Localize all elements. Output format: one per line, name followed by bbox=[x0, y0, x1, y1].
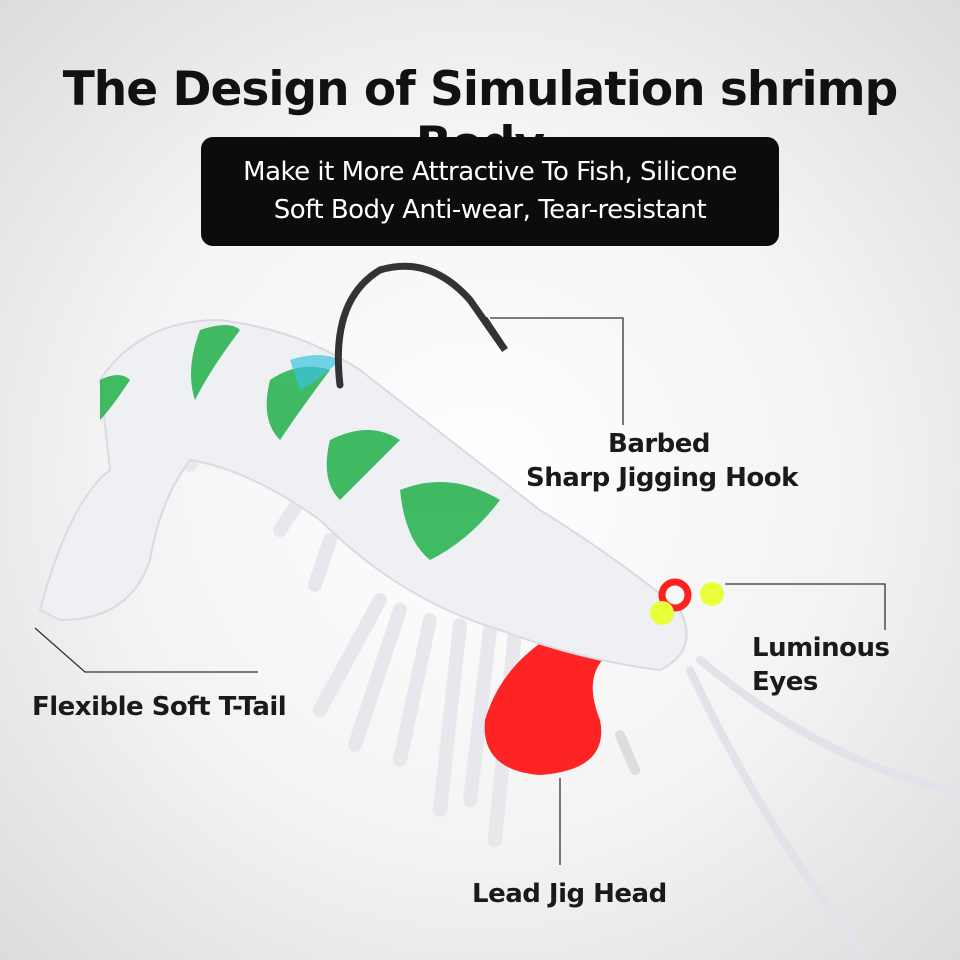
tail-callout: Flexible Soft T-Tail bbox=[32, 692, 287, 722]
callout-lines bbox=[34, 317, 886, 865]
shrimp-body bbox=[38, 318, 688, 672]
jig-head bbox=[484, 632, 615, 775]
eyes-callout: Luminous Eyes bbox=[752, 633, 890, 697]
green-stripes bbox=[100, 325, 500, 560]
hook-callout-line-1: Barbed bbox=[608, 429, 711, 459]
luminous-eye-right bbox=[700, 582, 724, 606]
hook-callout: Barbed bbox=[608, 427, 711, 461]
eye-ring bbox=[658, 578, 692, 612]
subtitle-line-2: Soft Body Anti-wear, Tear-resistant bbox=[273, 195, 707, 225]
subtitle-line-1: Make it More Attractive To Fish, Silicon… bbox=[243, 157, 737, 187]
luminous-eye-left bbox=[650, 601, 674, 625]
hook-callout-2: Sharp Jigging Hook bbox=[526, 463, 798, 493]
hook bbox=[334, 262, 508, 389]
subtitle-banner: Make it More Attractive To Fish, Silicon… bbox=[201, 137, 779, 246]
jig-head-callout: Lead Jig Head bbox=[472, 879, 667, 909]
antennae bbox=[686, 656, 954, 954]
